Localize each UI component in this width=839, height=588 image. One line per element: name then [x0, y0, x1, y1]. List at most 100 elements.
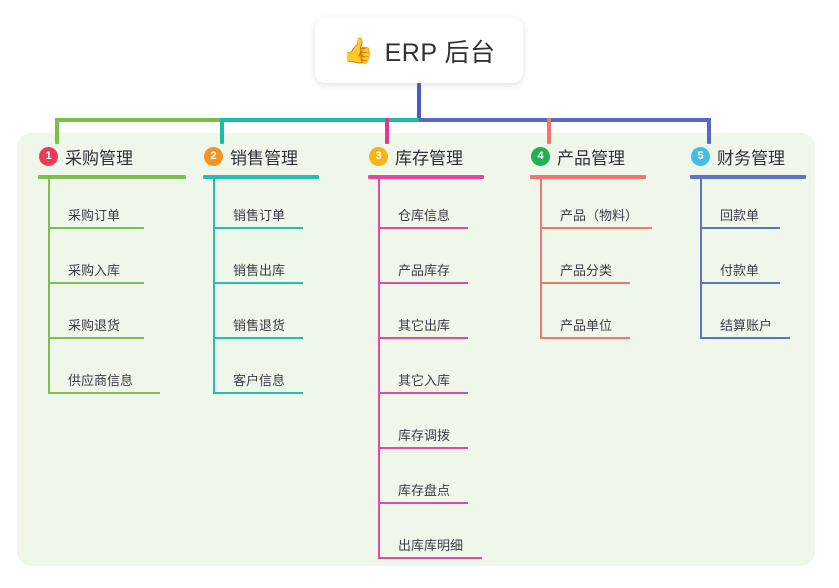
branch-underline: [690, 175, 806, 179]
branch-item-underline: [48, 337, 144, 339]
branch-item-underline: [378, 337, 468, 339]
branch-item-underline: [48, 227, 144, 229]
root-node-label: ERP 后台: [384, 38, 496, 67]
root-node-erp-backend[interactable]: 👍 ERP 后台: [315, 18, 523, 83]
branch-drop-line-1: [55, 118, 59, 144]
branch-item[interactable]: 库存盘点: [368, 454, 484, 509]
branch-item-label: 出库库明细: [398, 538, 464, 553]
branch-item-label: 结算账户: [720, 318, 773, 333]
bus-cap-left: [55, 118, 63, 122]
branch-items-3: 仓库信息产品库存其它出库其它入库库存调拨库存盘点出库库明细: [368, 179, 484, 564]
branch-item-underline: [540, 337, 630, 339]
branch-underline: [530, 175, 646, 179]
branch-number-badge: 3: [369, 146, 388, 166]
branch-item[interactable]: 销售订单: [203, 179, 319, 234]
branch-item-label: 回款单: [720, 208, 760, 223]
thumbs-up-icon: 👍: [342, 36, 374, 65]
branch-spine: [378, 179, 380, 559]
branch-spine: [213, 179, 215, 394]
branch-item-label: 库存调拨: [398, 428, 451, 443]
branch-item-label: 产品单位: [560, 318, 613, 333]
branch-item-underline: [213, 392, 303, 394]
branch-item-label: 销售退货: [233, 318, 286, 333]
branch-item-underline: [700, 227, 780, 229]
branch-drop-line-4: [547, 118, 551, 144]
branch-item-label: 付款单: [720, 263, 760, 278]
branch-item[interactable]: 供应商信息: [38, 344, 186, 399]
branch-item-label: 采购退货: [68, 318, 121, 333]
branch-item-label: 仓库信息: [398, 208, 451, 223]
bus-segment-teal: [220, 118, 419, 122]
branch-item-underline: [213, 337, 303, 339]
branch-spine: [540, 179, 542, 339]
branch-drop-line-3: [385, 118, 389, 144]
branch-item[interactable]: 销售退货: [203, 289, 319, 344]
branch-item[interactable]: 仓库信息: [368, 179, 484, 234]
branch-item-label: 客户信息: [233, 373, 286, 388]
branch-underline: [38, 175, 186, 179]
branch-item-underline: [540, 227, 652, 229]
branch-item[interactable]: 产品分类: [530, 234, 646, 289]
branch-item[interactable]: 回款单: [690, 179, 806, 234]
branch-item-label: 采购入库: [68, 263, 121, 278]
branch-item-underline: [378, 447, 468, 449]
branch-items-1: 采购订单采购入库采购退货供应商信息: [38, 179, 186, 399]
branch-label: 采购管理: [65, 148, 133, 168]
branch-header-5[interactable]: 5 财务管理: [690, 143, 806, 169]
branch-item[interactable]: 采购退货: [38, 289, 186, 344]
branch-item-underline: [700, 282, 780, 284]
branch-items-4: 产品（物料）产品分类产品单位: [530, 179, 652, 344]
branch-item-underline: [378, 392, 468, 394]
branches-panel: [17, 133, 815, 566]
branch-item[interactable]: 结算账户: [690, 289, 806, 344]
branch-item[interactable]: 其它出库: [368, 289, 484, 344]
branch-item-underline: [48, 392, 160, 394]
branch-item-underline: [700, 337, 790, 339]
branch-label: 库存管理: [395, 148, 463, 168]
branch-item-label: 销售订单: [233, 208, 286, 223]
branch-spine: [48, 179, 50, 394]
bus-segment-green: [55, 118, 220, 122]
branch-item[interactable]: 其它入库: [368, 344, 484, 399]
branch-item-underline: [378, 282, 468, 284]
branch-item-label: 供应商信息: [68, 373, 134, 388]
branch-item[interactable]: 采购订单: [38, 179, 186, 234]
branch-header-3[interactable]: 3 库存管理: [368, 143, 484, 169]
branch-header-2[interactable]: 2 销售管理: [203, 143, 319, 169]
branch-item[interactable]: 产品（物料）: [530, 179, 652, 234]
branch-item-label: 其它出库: [398, 318, 451, 333]
branch-column-2: 2 销售管理销售订单销售出库销售退货客户信息: [203, 143, 319, 399]
branch-number-badge: 2: [204, 146, 223, 166]
branch-column-5: 5 财务管理回款单付款单结算账户: [690, 143, 806, 344]
branch-drop-line-5: [707, 118, 711, 144]
branch-item[interactable]: 客户信息: [203, 344, 319, 399]
branch-underline: [203, 175, 319, 179]
branch-label: 财务管理: [717, 148, 785, 168]
branch-column-3: 3 库存管理仓库信息产品库存其它出库其它入库库存调拨库存盘点出库库明细: [368, 143, 484, 564]
branch-item-label: 产品库存: [398, 263, 451, 278]
branch-item-label: 其它入库: [398, 373, 451, 388]
branch-item[interactable]: 销售出库: [203, 234, 319, 289]
branch-item[interactable]: 库存调拨: [368, 399, 484, 454]
branch-item-underline: [378, 227, 468, 229]
branch-number-badge: 5: [691, 146, 710, 166]
branch-item[interactable]: 出库库明细: [368, 509, 484, 564]
branch-items-2: 销售订单销售出库销售退货客户信息: [203, 179, 319, 399]
branch-item-label: 销售出库: [233, 263, 286, 278]
branch-underline: [368, 175, 484, 179]
branch-item[interactable]: 采购入库: [38, 234, 186, 289]
branch-item-underline: [378, 557, 482, 559]
branch-item-label: 库存盘点: [398, 483, 451, 498]
branch-item-underline: [378, 502, 468, 504]
branch-item-label: 采购订单: [68, 208, 121, 223]
branch-item[interactable]: 产品库存: [368, 234, 484, 289]
branch-item[interactable]: 产品单位: [530, 289, 646, 344]
branch-item[interactable]: 付款单: [690, 234, 806, 289]
branch-label: 销售管理: [230, 148, 298, 168]
branch-items-5: 回款单付款单结算账户: [690, 179, 806, 344]
